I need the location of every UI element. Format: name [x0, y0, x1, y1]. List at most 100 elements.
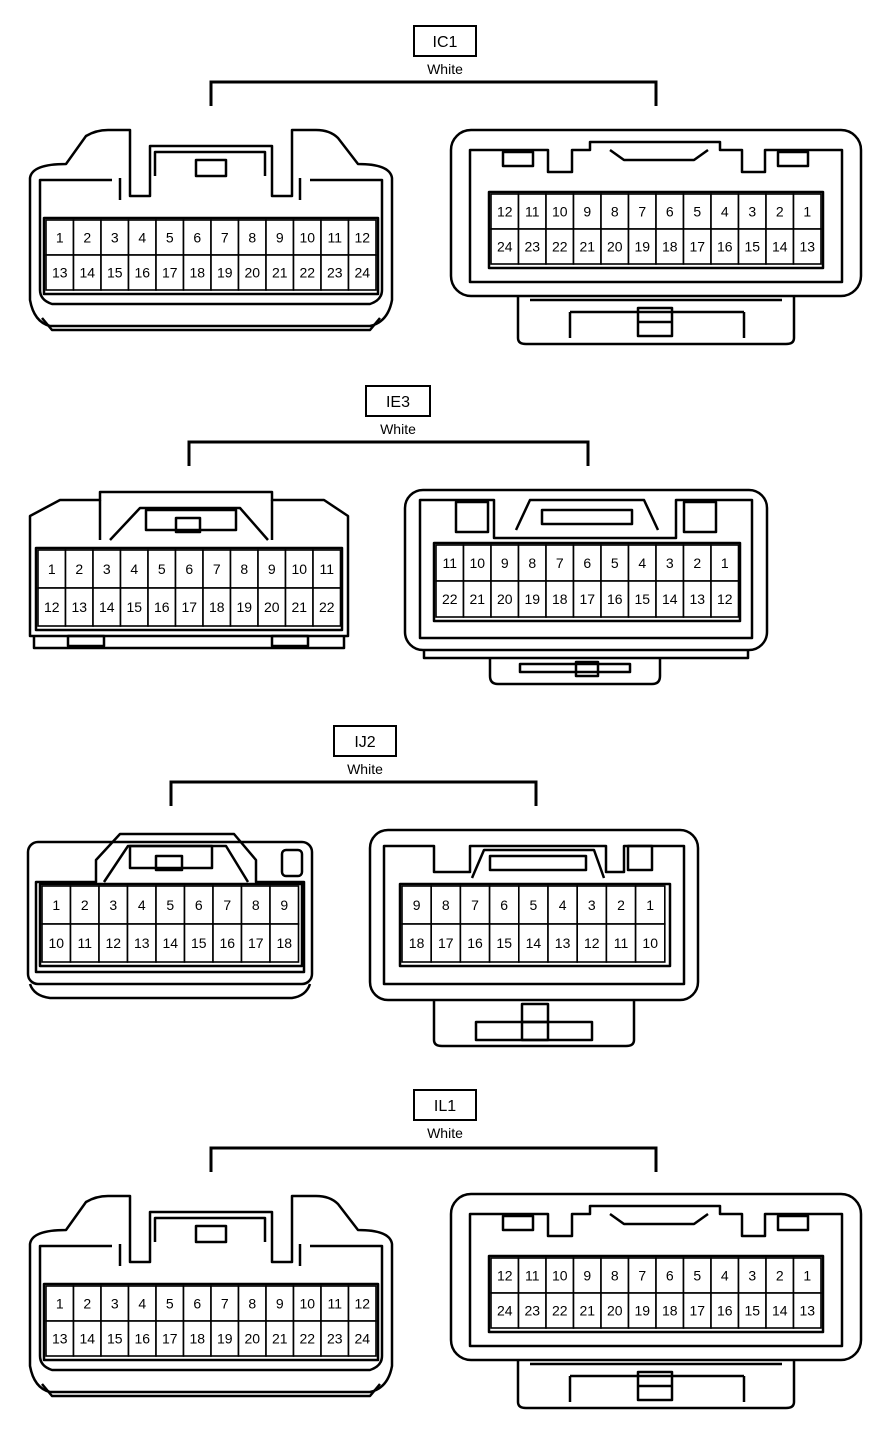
pin-number: 18	[209, 599, 225, 615]
pin-number: 4	[638, 555, 646, 571]
pin-number: 22	[552, 1303, 568, 1319]
pin-cell	[655, 1292, 685, 1329]
pin-number: 16	[134, 265, 150, 281]
pin-number: 17	[438, 935, 454, 951]
pin-number: 13	[689, 591, 705, 607]
pin-number: 19	[217, 1331, 233, 1347]
pin-number: 21	[579, 239, 595, 255]
pin-number: 9	[413, 897, 421, 913]
pin-cell	[69, 923, 100, 963]
pin-number: 5	[693, 1268, 701, 1284]
pin-number: 9	[276, 230, 284, 246]
pin-number: 1	[48, 561, 56, 577]
pin-number: 14	[79, 1331, 95, 1347]
pin-cell	[488, 923, 520, 963]
pin-number: 21	[469, 591, 485, 607]
pin-number: 12	[105, 935, 121, 951]
pin-number: 17	[579, 591, 595, 607]
pin-number: 1	[803, 1268, 811, 1284]
pin-number: 9	[501, 555, 509, 571]
pin-number: 11	[77, 935, 92, 951]
pin-number: 8	[240, 561, 248, 577]
pin-number: 6	[195, 897, 203, 913]
pin-cell	[435, 580, 465, 618]
pin-number: 21	[579, 1303, 595, 1319]
connector-color-label: White	[427, 1125, 463, 1141]
pin-cell	[737, 193, 767, 230]
pin-cell	[320, 1285, 350, 1322]
pin-number: 20	[244, 1331, 260, 1347]
pin-number: 22	[442, 591, 458, 607]
pin-number: 15	[126, 599, 142, 615]
pin-cell	[126, 885, 157, 925]
pin-number: 16	[607, 591, 623, 607]
pin-number: 2	[83, 1296, 91, 1312]
pin-number: 21	[272, 1331, 288, 1347]
pin-number: 9	[280, 897, 288, 913]
pin-number: 2	[83, 230, 91, 246]
pin-number: 15	[744, 1303, 760, 1319]
pin-number: 1	[646, 897, 654, 913]
pin-number: 10	[642, 935, 658, 951]
pin-number: 17	[248, 935, 264, 951]
connector-id-label: IE3	[386, 394, 410, 411]
pin-cell	[710, 1292, 740, 1329]
pin-number: 9	[276, 1296, 284, 1312]
pin-cell	[682, 1292, 712, 1329]
pin-number: 4	[130, 561, 138, 577]
pin-number: 18	[189, 1331, 205, 1347]
pin-number: 12	[497, 204, 513, 220]
pin-number: 10	[469, 555, 485, 571]
pin-cell	[710, 228, 740, 265]
pin-number: 5	[166, 230, 174, 246]
pin-cell	[634, 923, 666, 963]
pin-number: 16	[134, 1331, 150, 1347]
pin-cell	[576, 885, 608, 925]
pin-cell	[269, 885, 300, 925]
pin-cell	[182, 1320, 212, 1357]
pin-number: 18	[552, 591, 568, 607]
pin-cell	[347, 219, 377, 256]
pin-number: 7	[223, 897, 231, 913]
pin-cell	[765, 193, 795, 230]
pin-number: 2	[693, 555, 701, 571]
pin-cell	[545, 228, 575, 265]
pin-cell	[572, 1292, 602, 1329]
pin-number: 19	[524, 591, 540, 607]
pin-number: 7	[213, 561, 221, 577]
pin-cell	[710, 580, 740, 618]
pin-number: 3	[748, 204, 756, 220]
pin-number: 1	[56, 1296, 64, 1312]
pin-number: 10	[291, 561, 307, 577]
pin-number: 21	[272, 265, 288, 281]
pin-cell	[127, 1320, 157, 1357]
pin-number: 9	[268, 561, 276, 577]
pin-number: 16	[717, 239, 733, 255]
pin-number: 17	[689, 239, 705, 255]
pin-number: 14	[772, 1303, 788, 1319]
pin-number: 18	[662, 239, 678, 255]
pin-number: 18	[276, 935, 292, 951]
pin-number: 10	[299, 230, 315, 246]
connector-left-housing	[28, 1194, 394, 1398]
pin-number: 10	[299, 1296, 315, 1312]
pin-cell	[37, 549, 67, 589]
pin-cell	[183, 923, 214, 963]
pin-number: 14	[772, 239, 788, 255]
pin-cell	[517, 228, 547, 265]
connector-left-housing	[28, 490, 350, 650]
pin-number: 12	[354, 230, 370, 246]
pin-number: 12	[584, 935, 600, 951]
pin-number: 17	[162, 1331, 178, 1347]
pin-cell	[237, 1320, 267, 1357]
connector-right-housing	[449, 1192, 863, 1410]
pin-number: 23	[327, 265, 343, 281]
pin-number: 1	[803, 204, 811, 220]
pin-number: 4	[721, 204, 729, 220]
pin-number: 11	[525, 1268, 540, 1284]
connector-right-housing	[368, 828, 700, 1048]
pin-cell	[517, 885, 549, 925]
